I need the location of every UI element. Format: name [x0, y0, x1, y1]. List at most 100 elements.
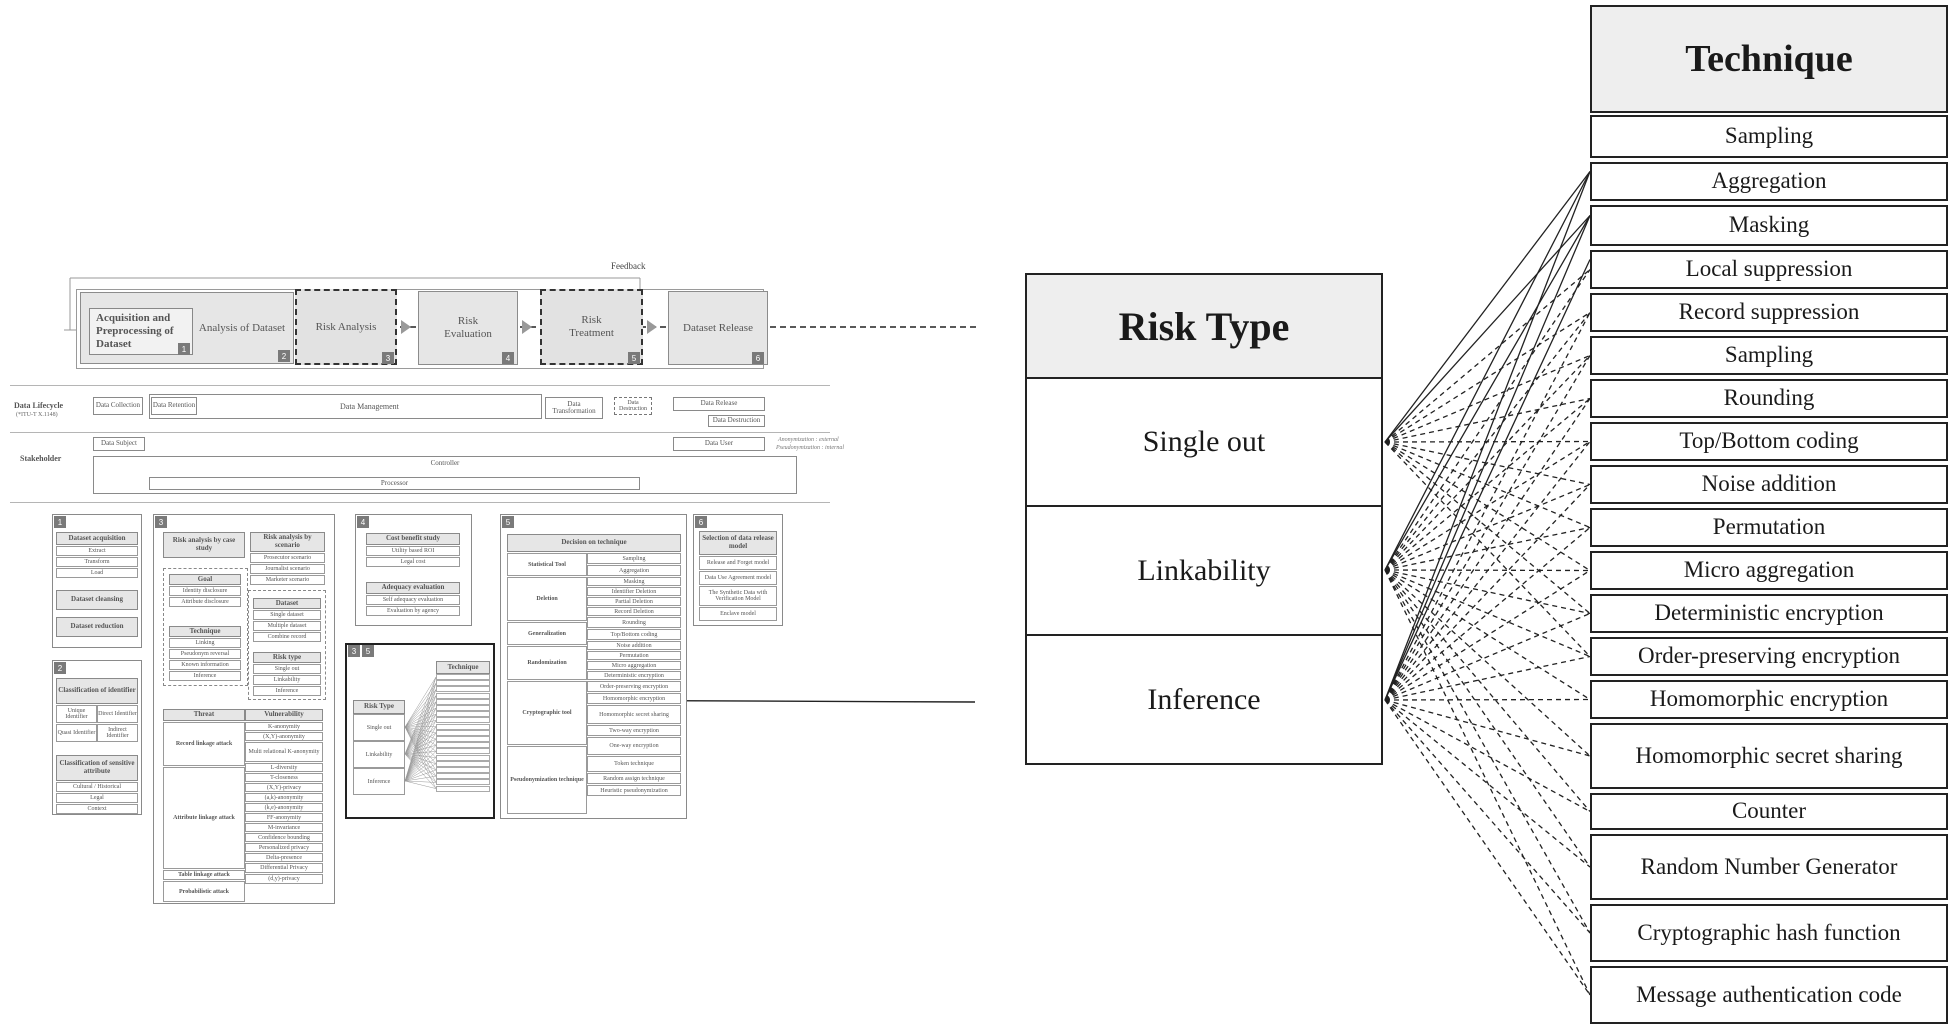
mini-link	[404, 738, 437, 755]
panel-number: 1	[54, 516, 66, 528]
link-solid	[1384, 171, 1591, 571]
mini-technique-cell	[436, 692, 490, 699]
mini-technique-cell	[436, 680, 490, 687]
divider	[10, 385, 830, 386]
technique-group: Pseudonymization technique	[507, 746, 587, 814]
release-model: The Synthetic Data with Verification Mod…	[699, 586, 777, 606]
mini-technique-cell	[436, 754, 490, 761]
risk-analysis-scenario: Risk analysis by scenario	[250, 532, 325, 552]
mini-link	[404, 676, 437, 728]
decision-technique: Masking	[587, 577, 681, 586]
threat-header: Threat	[163, 709, 245, 721]
link-dashed	[1384, 269, 1591, 571]
technique-group: Statistical Tool	[507, 553, 587, 576]
decision-technique: Micro aggregation	[587, 661, 681, 670]
technique-row: Deterministic encryption	[1590, 594, 1948, 633]
mini-link	[404, 726, 437, 734]
technique-item: Inference	[169, 671, 241, 681]
mini-link	[404, 753, 437, 771]
mini-technique-cell	[436, 779, 490, 786]
link-dashed	[1384, 355, 1591, 701]
mini-technique-cell	[436, 698, 490, 705]
step-label: Analysis of Dataset	[198, 321, 286, 334]
panel-number: 5	[502, 516, 514, 528]
link-dashed	[1384, 312, 1591, 701]
processor-box: Processor	[149, 477, 640, 490]
decision-on-technique: Decision on technique	[507, 534, 681, 552]
mini-technique-header: Technique	[436, 661, 490, 674]
feedback-label: Feedback	[611, 261, 646, 271]
panel-number: 3	[155, 516, 167, 528]
technique-row: Sampling	[1590, 336, 1948, 375]
link-solid	[1384, 171, 1591, 443]
decision-technique: Top/Bottom coding	[587, 629, 681, 640]
decision-technique: Token technique	[587, 756, 681, 772]
decision-technique: Order-preserving encryption	[587, 681, 681, 692]
link-dashed	[1384, 569, 1591, 701]
link-dashed	[1384, 569, 1591, 757]
mini-technique-cell	[436, 760, 490, 767]
adequacy-item: Evaluation by agency	[366, 606, 460, 616]
step-number: 1	[178, 343, 190, 355]
mini-link	[404, 726, 437, 746]
technique-row: Message authentication code	[1590, 966, 1948, 1024]
link-dashed	[1384, 569, 1591, 868]
mini-link	[404, 726, 437, 783]
cost-item: Utility based ROI	[366, 546, 460, 556]
technique-row: Top/Bottom coding	[1590, 422, 1948, 461]
link-dashed	[1384, 569, 1591, 658]
note-pseudonymization: Pseudonymization : internal	[776, 445, 844, 451]
decision-technique: Aggregation	[587, 565, 681, 576]
technique-header: Technique	[169, 626, 241, 637]
technique-row: Cryptographic hash function	[1590, 904, 1948, 962]
link-dashed	[1384, 569, 1591, 615]
mini-link	[404, 726, 437, 789]
mini-technique-cell	[436, 723, 490, 730]
step-acquisition: Acquisition and Preprocessing of Dataset	[89, 308, 193, 355]
decision-technique: Permutation	[587, 651, 681, 660]
decision-technique: Homomorphic encryption	[587, 693, 681, 704]
mini-link	[404, 695, 437, 728]
vulnerability-item: (X,Y)-privacy	[245, 783, 323, 792]
risk-type-item: Inference	[253, 686, 321, 696]
link-solid	[1384, 171, 1591, 701]
link-dashed	[1384, 699, 1591, 868]
mini-link	[404, 780, 437, 783]
panel-number: 6	[695, 516, 707, 528]
dataset-item: Combine record	[253, 632, 321, 642]
mini-link	[404, 683, 437, 782]
mini-link	[404, 780, 437, 789]
mini-link	[404, 732, 437, 755]
link-dashed	[1384, 484, 1591, 701]
technique-item: Known information	[169, 660, 241, 670]
step-dataset-release: Dataset Release	[668, 291, 768, 365]
mini-link	[404, 744, 437, 755]
step-number: 3	[382, 352, 394, 364]
link-dashed	[1384, 441, 1591, 701]
mini-link	[404, 751, 437, 755]
mini-link	[404, 775, 437, 782]
note-anonymization: Anonymization : external	[778, 437, 839, 443]
mini-link	[404, 738, 437, 782]
mini-link	[404, 753, 437, 777]
step-label: Dataset Release	[683, 321, 753, 334]
step-label: Acquisition and Preprocessing of Dataset	[96, 311, 174, 351]
step-risk-treatment: Risk Treatment	[540, 289, 643, 365]
data-destruction: Data Destruction	[708, 415, 765, 427]
mini-link	[404, 753, 437, 765]
mini-link	[404, 726, 437, 782]
mini-link	[404, 726, 437, 752]
mini-link	[404, 714, 437, 755]
goal-group	[163, 568, 248, 686]
risk-type-header: Risk Type	[1025, 273, 1383, 379]
link-solid	[1384, 259, 1591, 701]
link-dashed	[1384, 655, 1591, 701]
mini-link	[404, 720, 437, 782]
identifier-type: Direct Identifier	[97, 705, 138, 723]
mini-link	[404, 701, 437, 728]
decision-technique: Rounding	[587, 617, 681, 628]
scenario-item: Marketer scenario	[250, 575, 325, 585]
mini-link	[404, 753, 437, 789]
dataset-item: Multiple dataset	[253, 621, 321, 631]
